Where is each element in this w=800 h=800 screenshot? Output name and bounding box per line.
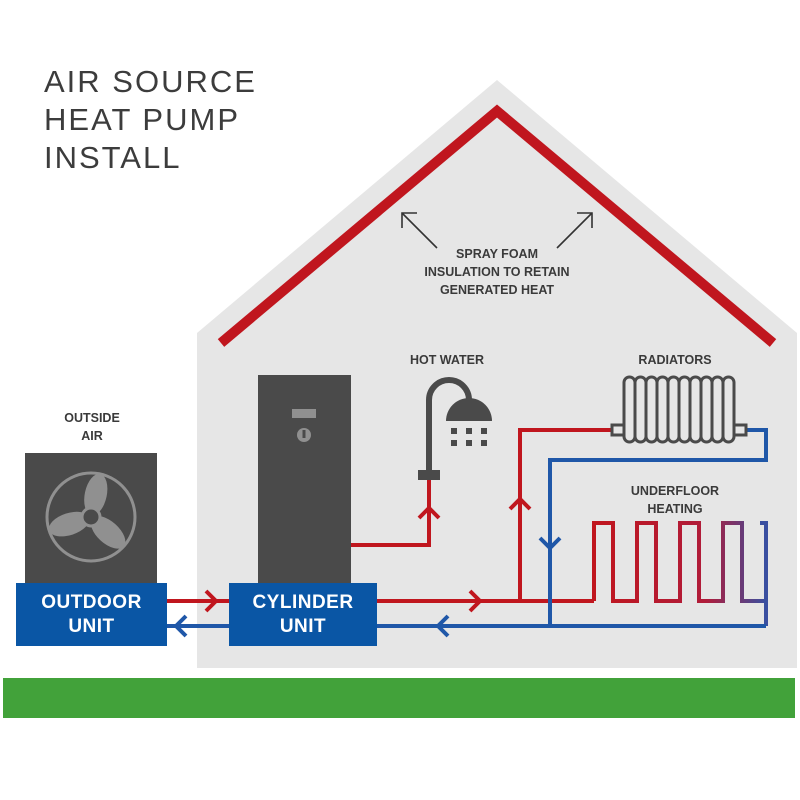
cylinder-unit-label-line-1: CYLINDER: [252, 591, 354, 613]
insulation-label-line-2: INSULATION TO RETAIN: [424, 265, 570, 279]
insulation-label-line-1: SPRAY FOAM: [456, 247, 538, 261]
outside-air-label: OUTSIDE AIR: [42, 409, 142, 445]
title-line-1: AIR SOURCE: [44, 64, 257, 99]
underfloor-loop: [592, 521, 768, 603]
cylinder-tank: [258, 375, 351, 585]
flow-arrow-return: [435, 614, 450, 638]
underfloor-label-line-2: HEATING: [647, 502, 703, 516]
flow-arrow-cylinder-to-outdoor: [173, 614, 188, 638]
insulation-label: SPRAY FOAM INSULATION TO RETAIN GENERATE…: [397, 245, 597, 299]
roof-insulation-line: [217, 104, 777, 347]
underfloor-heating-label: UNDERFLOOR HEATING: [615, 482, 735, 518]
radiators-label: RADIATORS: [638, 353, 712, 367]
flow-arrow-radiator-return: [538, 536, 562, 551]
cold-pipes: [157, 428, 768, 628]
outside-air-label-line-1: OUTSIDE: [64, 411, 120, 425]
outdoor-unit-label-line-2: UNIT: [68, 615, 115, 637]
flow-arrow-outdoor-to-cylinder: [204, 589, 219, 613]
flow-arrow-radiator-supply: [508, 496, 532, 511]
insulation-arrow-right: [556, 212, 593, 249]
hot-pipes: [157, 428, 612, 603]
cylinder-unit-label-line-2: UNIT: [279, 615, 327, 637]
insulation-arrow-left: [401, 212, 438, 249]
title-line-3: INSTALL: [44, 140, 182, 175]
hot-water-label: HOT WATER: [409, 353, 485, 367]
underfloor-loop-return: [760, 521, 768, 626]
flow-arrow-hot-water: [417, 505, 441, 520]
title-line-2: HEAT PUMP: [44, 102, 240, 137]
ground-strip: [3, 678, 795, 718]
underfloor-label-line-1: UNDERFLOOR: [630, 484, 720, 498]
outdoor-fan-unit: [25, 453, 157, 583]
outdoor-unit-box: OUTDOOR UNIT: [16, 583, 167, 646]
outdoor-unit-label-line-1: OUTDOOR: [41, 591, 142, 613]
shower-icon: [418, 377, 492, 480]
flow-arrow-supply: [468, 589, 483, 613]
insulation-label-line-3: GENERATED HEAT: [439, 283, 555, 297]
cylinder-unit-box: CYLINDER UNIT: [229, 583, 377, 646]
radiator-icon: [610, 375, 748, 444]
outside-air-label-line-2: AIR: [81, 429, 103, 443]
